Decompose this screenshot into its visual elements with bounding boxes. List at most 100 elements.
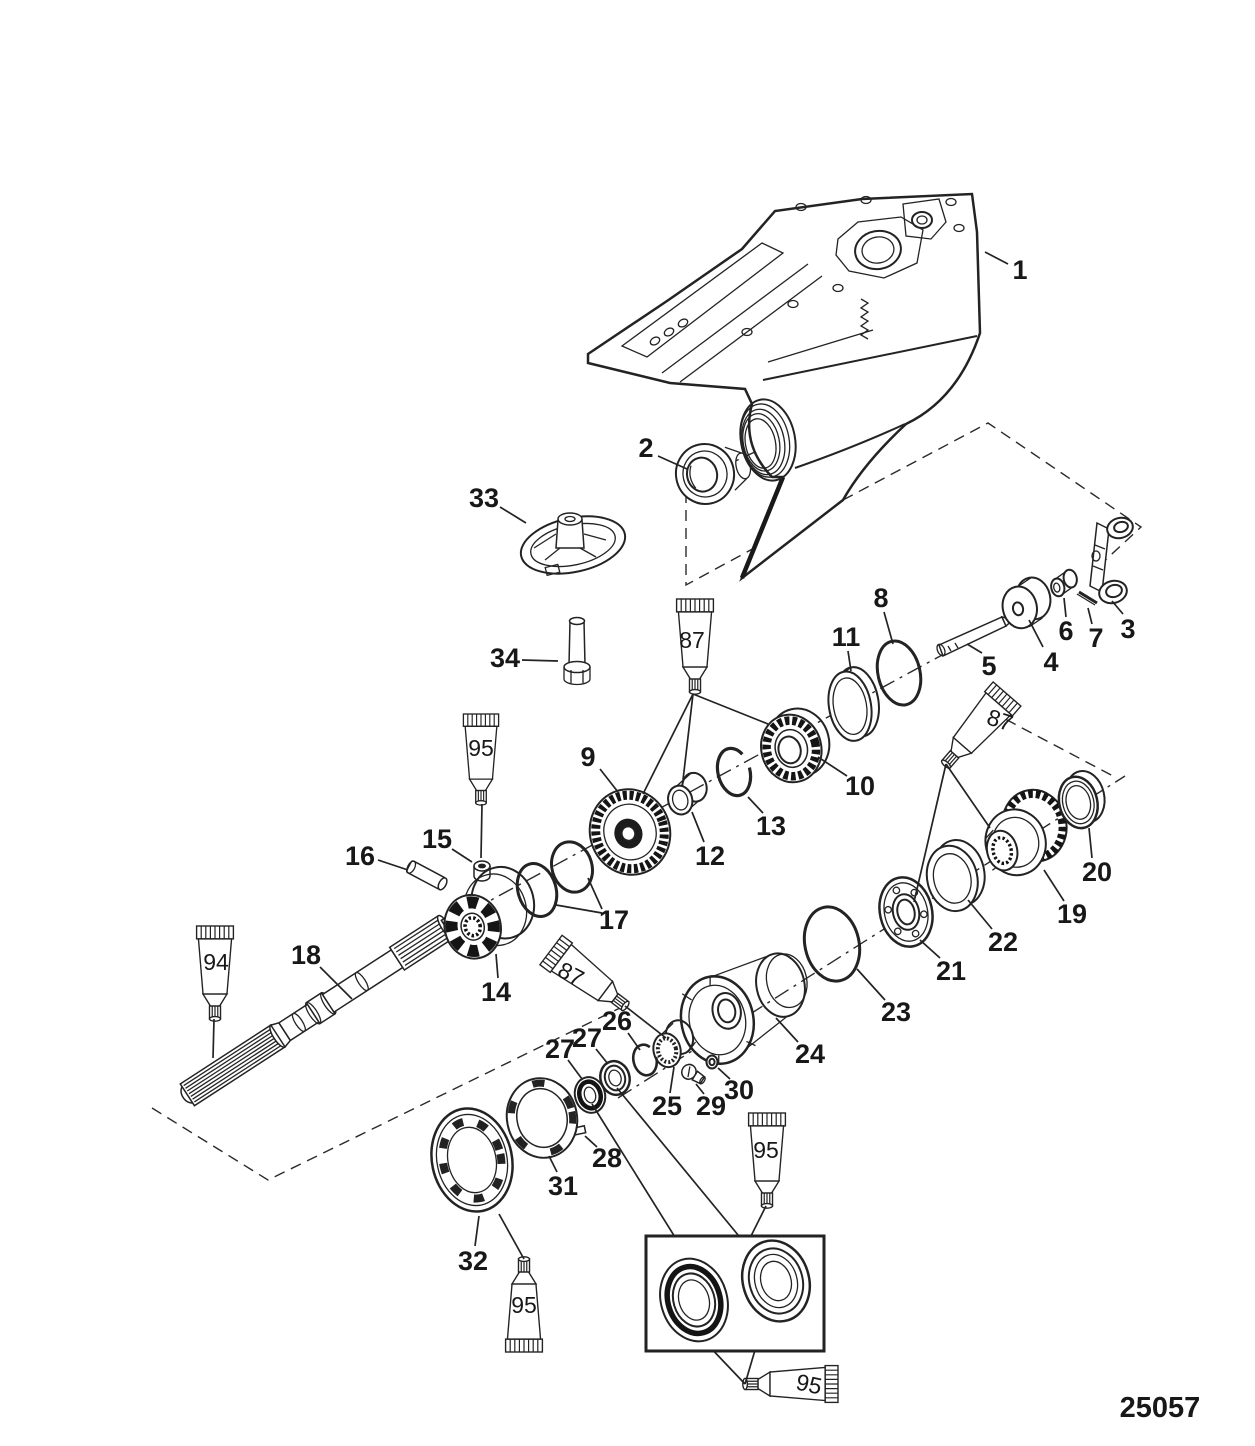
callout-leader-20: [1088, 827, 1093, 859]
propshaft-bore-threads: [739, 398, 797, 482]
callout-leader-28: [584, 1135, 598, 1148]
callout-3: 3: [1120, 614, 1135, 644]
pointer-lines: [212, 693, 991, 1385]
callout-25: 25: [652, 1091, 682, 1121]
tube-label-94-2: 94: [203, 949, 229, 975]
part-31-tab-washer: [505, 1077, 579, 1159]
callout-leader-10: [817, 756, 848, 777]
callout-31: 31: [548, 1171, 578, 1201]
callout-19: 19: [1057, 899, 1087, 929]
callout-28: 28: [592, 1143, 622, 1173]
callout-27: 27: [545, 1034, 575, 1064]
part-5-shift-shaft: [936, 615, 1015, 658]
callout-leader-6: [1063, 597, 1067, 618]
part-30-washer: [705, 1054, 719, 1070]
part-17-o-ring-b: [550, 840, 594, 894]
callout-7: 7: [1088, 623, 1103, 653]
callout-9: 9: [580, 742, 595, 772]
tube-label-95-5: 95: [753, 1137, 779, 1163]
callout-leader-25: [669, 1066, 675, 1094]
part-21-ball-bearing: [878, 876, 934, 948]
callout-4: 4: [1043, 647, 1058, 677]
callout-16: 16: [345, 841, 375, 871]
part-19-reverse-gear: [984, 788, 1068, 877]
callout-leader-15: [451, 848, 473, 863]
callout-30: 30: [724, 1075, 754, 1105]
callout-10: 10: [845, 771, 875, 801]
part-33-cover: [519, 512, 627, 577]
callout-leader-29: [695, 1083, 705, 1095]
callout-leader-23: [856, 968, 886, 1001]
callout-1: 1: [1012, 255, 1027, 285]
part-32-retainer: [430, 1107, 514, 1213]
callout-leader-1: [984, 251, 1009, 265]
callout-leader-24: [775, 1017, 799, 1043]
part-27-oil-seal-a: [573, 1076, 607, 1114]
callout-leader-17: [555, 904, 603, 914]
callout-leader-21: [919, 939, 941, 959]
part-24-bearing-carrier: [679, 952, 808, 1065]
part-23-o-ring: [802, 905, 862, 983]
callout-leader-18: [319, 966, 353, 1000]
part-7-pin: [1076, 590, 1098, 606]
callout-leader-31: [548, 1155, 558, 1173]
inset-seal-right: [740, 1239, 812, 1323]
part-34-stud: [563, 616, 591, 686]
part-27-oil-seal-b: [599, 1059, 631, 1097]
callout-18: 18: [291, 940, 321, 970]
callout-5: 5: [981, 651, 996, 681]
callout-leader-7: [1087, 607, 1093, 625]
callout-leader-27: [595, 1048, 609, 1065]
callout-leader-17: [587, 877, 603, 910]
part-3-shift-bracket: [1089, 516, 1134, 605]
part-10-tapered-bearing: [760, 707, 831, 784]
callout-17: 17: [599, 905, 629, 935]
callout-21: 21: [936, 956, 966, 986]
part-13-snap-ring: [715, 746, 753, 798]
part-2-seal-carrier: [674, 443, 752, 505]
callout-leader-5: [966, 643, 983, 654]
callout-leader-22: [967, 899, 993, 930]
callout-leader-12: [691, 811, 705, 843]
callout-leader-11: [847, 650, 852, 672]
callout-33: 33: [469, 483, 499, 513]
part-11-sleeve: [827, 666, 880, 742]
part-26-snap-ring: [631, 1043, 659, 1077]
callout-leader-33: [499, 506, 527, 524]
callout-leader-9: [599, 768, 619, 793]
part-29-screw: [681, 1063, 706, 1085]
part-20-seal-ring: [1057, 770, 1106, 830]
callout-13: 13: [756, 811, 786, 841]
callout-2: 2: [638, 433, 653, 463]
callout-6: 6: [1058, 616, 1073, 646]
callout-leader-3: [1111, 600, 1124, 615]
callout-14: 14: [481, 977, 511, 1007]
callout-22: 22: [988, 927, 1018, 957]
part-6-spool: [1050, 568, 1078, 598]
callout-27: 27: [572, 1023, 602, 1053]
callout-leader-26: [627, 1032, 641, 1051]
callout-26: 26: [602, 1006, 632, 1036]
callout-15: 15: [422, 824, 452, 854]
part-12-bushing: [667, 771, 708, 816]
callout-12: 12: [695, 841, 725, 871]
seal-detail-inset: [644, 1234, 826, 1353]
part-1-gear-housing: [586, 192, 982, 582]
callout-29: 29: [696, 1091, 726, 1121]
housing-bolt-holes: [741, 195, 965, 337]
callout-34: 34: [490, 643, 520, 673]
callout-20: 20: [1082, 857, 1112, 887]
callout-leader-16: [377, 859, 409, 871]
tube-label-95-6: 95: [511, 1292, 537, 1318]
callout-24: 24: [795, 1039, 825, 1069]
callout-leader-2: [657, 455, 688, 470]
part-17-o-ring-a: [515, 862, 559, 918]
callout-23: 23: [881, 997, 911, 1027]
part-16-cross-pin: [405, 860, 448, 891]
callout-leader-32: [474, 1215, 480, 1247]
callout-leader-27: [567, 1059, 583, 1080]
